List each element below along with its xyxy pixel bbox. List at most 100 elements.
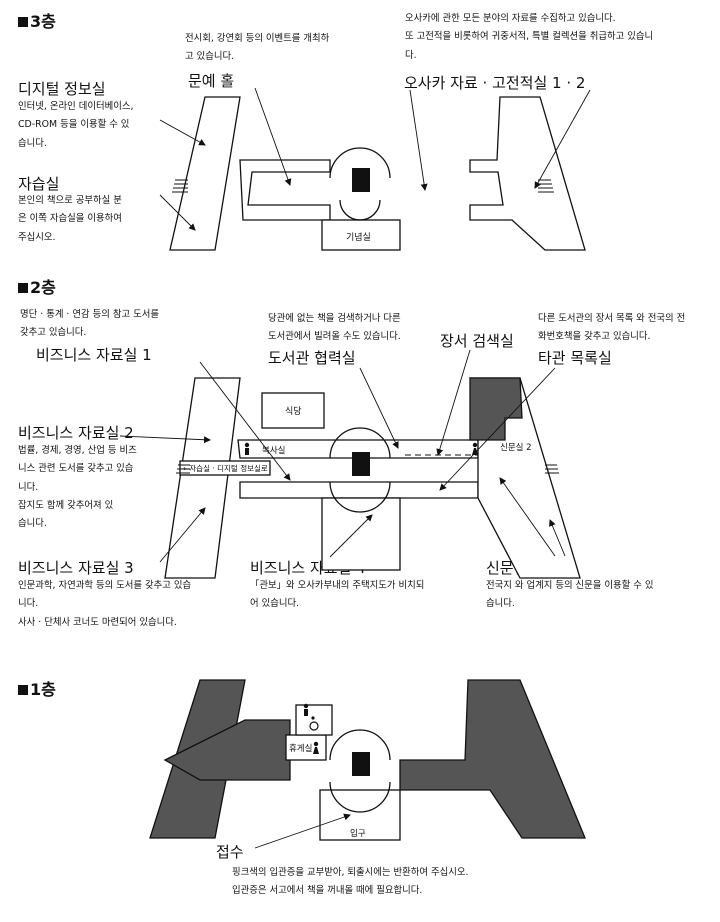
desc-line: 입관증은 서고에서 책을 꺼내올 때에 필요합니다. [232,885,423,897]
stair-core [352,752,370,776]
desc-line: 니다. [18,481,39,493]
desc-line: 본인의 책으로 공부하실 분 [18,195,122,206]
first-floor-plan: 휴게실 입구 [149,679,586,841]
reception-description: 핑크색의 입관증을 교부받아, 퇴출시에는 반환하여 주십시오. 입관증은 서고… [232,864,469,901]
leader-line [329,514,373,558]
coop-title: 도서관 협력실 [268,349,356,367]
second-floor-plan: 식당 복사실 ←자습실 · 디지털 정보실로 신문실 2 [164,377,581,579]
man-icon [303,703,309,716]
study-description: 본인의 책으로 공부하실 분 은 이쪽 자습실을 이용하여 주십시오. [18,192,122,247]
leader-line [119,435,211,444]
desc-line: 또 고전적을 비롯하여 귀중서적, 특별 컬렉션을 취급하고 있습니 [405,31,654,43]
woman-icon [472,442,478,455]
cafeteria-label: 식당 [285,406,302,417]
leader-line [254,87,292,186]
biz3-description: 인문과학, 자연과학 등의 도서를 갖추고 있습 니다. 사사 · 단체사 코너… [18,577,191,632]
stair-arc-2f [329,427,391,459]
stair-arc-1f-lower [329,781,391,813]
desc-line: 핑크색의 입관증을 교부받아, 퇴출시에는 반환하여 주십시오. [232,867,469,878]
catalog-search-title: 장서 검색실 [440,332,514,350]
leader-line [254,813,351,849]
square-bullet-icon [18,17,28,27]
leader-line [359,367,399,449]
hall-title: 문예 홀 [188,72,235,90]
first-floor-leaders [254,813,351,849]
desc-line: 갖추고 있습니다. [20,327,87,339]
osaka-title: 오사카 자료 · 고전적실 1 · 2 [404,74,586,92]
biz4-description: 「관보」와 오사카부내의 주택지도가 비치되 어 있습니다. [250,577,424,614]
digital-info-room [169,96,241,251]
desc-line: 습니다. [18,137,47,149]
square-bullet-icon [18,283,28,293]
hall-description: 전시회, 강연회 등의 이벤트를 개최하 고 있습니다. [185,30,329,67]
lower-corridor-2f [239,481,479,499]
copy-room-label: 복사실 [262,445,285,456]
desc-line: 고 있습니다. [185,51,235,63]
desc-line: 은 이쪽 자습실을 이용하여 [18,213,122,225]
floor-label: 3층 [30,12,56,31]
wheelchair-icon [309,716,319,731]
stairs-icon [176,464,559,474]
east-block-1f [399,679,586,839]
east-block [469,96,586,251]
study-title: 자습실 [18,175,60,193]
leader-line [159,507,206,563]
west-wing-1f [163,719,291,781]
leader-line [159,119,206,146]
desc-line: 명단 · 통계 · 연감 등의 참고 도서를 [20,309,159,320]
desc-line: 니다. [18,598,39,610]
coop-description: 당관에 없는 책을 검색하거나 다른 도서관에서 빌려올 수도 있습니다. [268,310,401,347]
osaka-description: 오사카에 관한 모든 분야의 자료를 수집하고 있습니다. 또 고전적을 비롯하… [405,10,653,65]
reception-title: 접수 [216,843,244,861]
woman-icon [313,741,319,754]
desc-line: 인터넷, 온라인 데이터베이스, [18,101,134,112]
digital-title: 디지털 정보실 [18,80,106,98]
leader-line [409,89,428,191]
desc-line: 「관보」와 오사카부내의 주택지도가 비치되 [250,580,425,591]
memorial-label: 기념실 [346,232,371,243]
desc-line: 도서관에서 빌려올 수도 있습니다. [268,331,401,343]
square-bullet-icon [18,685,28,695]
biz1-description: 명단 · 통계 · 연감 등의 참고 도서를 갖추고 있습니다. [20,306,159,343]
stair-core [352,168,370,192]
cafeteria-room [261,392,325,429]
desc-line: 습니다. [18,518,47,530]
floor-heading-1: 1층 [18,676,56,700]
desc-line: 다른 도서관의 장서 목록 와 전국의 전 [538,313,686,324]
desc-line: 습니다. [486,598,515,610]
stair-arc [329,147,391,179]
second-floor-icons [244,442,478,455]
stair-arc-lower [339,199,381,221]
desc-line: 법률, 경제, 경영, 산업 등 비즈 [18,445,137,456]
stair-core [352,452,370,476]
desc-line: 어 있습니다. [250,598,300,610]
lounge-label: 휴게실 [289,743,312,754]
desc-line: 니스 관련 도서를 갖추고 있습 [18,463,134,475]
center-room-2f [321,497,401,571]
desc-line: 전국지 와 업계지 등의 신문을 이용할 수 있 [486,580,654,591]
desc-line: 화번호책을 갖추고 있습니다. [538,331,651,343]
leader-line [499,477,556,557]
desc-line: 잡지도 함께 갖추어져 있 [18,499,114,511]
leader-line [439,367,556,491]
floor-heading-2: 2층 [18,274,56,298]
desc-line: 주십시오. [18,231,56,243]
leader-line [534,89,591,189]
desc-line: 사사 · 단체사 코너도 마련되어 있습니다. [18,616,177,628]
entrance-room [319,789,401,841]
desc-line: 전시회, 강연회 등의 이벤트를 개최하 [185,33,330,44]
other-catalog-description: 다른 도서관의 장서 목록 와 전국의 전 화번호책을 갖추고 있습니다. [538,310,685,347]
study-path-box [179,460,271,476]
biz1-title: 비즈니스 자료실 1 [36,346,152,364]
stair-arc-2f-lower [329,481,391,513]
floor-heading-3: 3층 [18,8,56,32]
floor-label: 2층 [30,278,56,297]
east-shaded-2f [469,377,523,441]
leader-line [199,361,291,481]
man-icon [244,442,250,455]
west-block-2f [164,377,241,579]
memorial-room [321,219,401,251]
third-floor-plan: 기념실 [169,96,586,251]
desc-line: 인문과학, 자연과학 등의 도서를 갖추고 있습 [18,580,192,591]
